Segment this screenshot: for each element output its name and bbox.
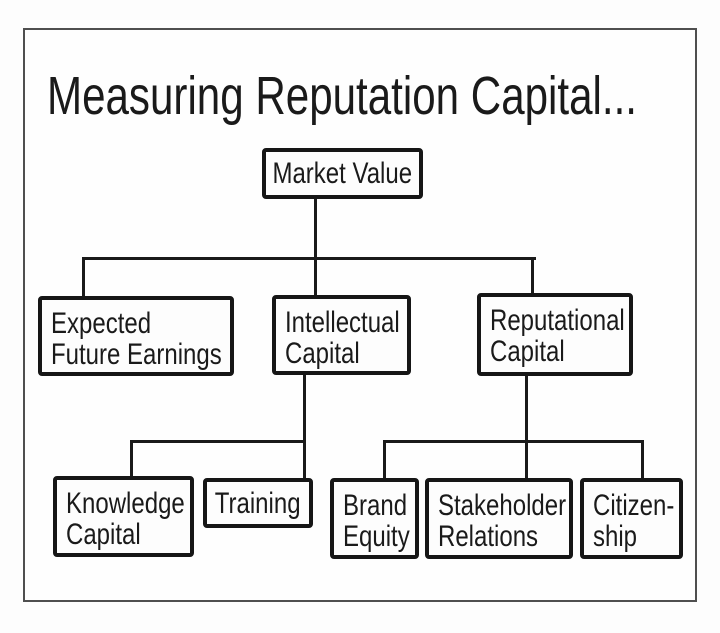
node-training-label: Training xyxy=(215,486,301,520)
connector-stub-knowledge xyxy=(130,440,133,479)
node-citizenship-line1: Citizen- xyxy=(593,489,675,522)
slide-title: Measuring Reputation Capital... xyxy=(47,66,720,126)
node-citizenship: Citizen- ship xyxy=(580,478,683,559)
connector-right-bus xyxy=(383,440,644,443)
connector-intellectual-to-training xyxy=(303,372,306,480)
node-knowledge-capital: Knowledge Capital xyxy=(53,476,194,557)
node-expected-future-earnings: Expected Future Earnings xyxy=(38,296,234,376)
node-intellectual-line1: Intellectual xyxy=(285,306,400,339)
node-expected-line2: Future Earnings xyxy=(51,338,222,371)
node-knowledge-line2: Capital xyxy=(66,518,141,551)
connector-stub-reputational xyxy=(531,257,534,296)
connector-top-bus xyxy=(82,257,536,260)
node-market-value: Market Value xyxy=(262,148,423,199)
node-intellectual-line2: Capital xyxy=(285,337,360,370)
node-brand-equity: Brand Equity xyxy=(330,478,419,559)
connector-left-bus xyxy=(130,440,306,443)
node-stakeholder-line1: Stakeholder xyxy=(438,489,567,522)
node-brand-line1: Brand xyxy=(343,489,408,522)
connector-stub-expected xyxy=(82,257,85,299)
node-stakeholder-line2: Relations xyxy=(438,520,539,553)
node-brand-line2: Equity xyxy=(343,520,410,553)
node-training: Training xyxy=(203,478,313,528)
connector-reputational-to-stakeholder xyxy=(525,373,528,480)
connector-stub-citizenship xyxy=(641,440,644,480)
node-reputational-capital: Reputational Capital xyxy=(477,293,633,376)
node-reputational-line2: Capital xyxy=(490,335,565,368)
node-intellectual-capital: Intellectual Capital xyxy=(272,295,411,375)
connector-market-to-intellectual xyxy=(314,196,317,298)
node-citizenship-line2: ship xyxy=(593,520,638,553)
node-market-value-label: Market Value xyxy=(272,157,413,190)
slide-title-text: Measuring Reputation Capital... xyxy=(47,66,638,126)
node-stakeholder-relations: Stakeholder Relations xyxy=(425,478,573,559)
node-reputational-line1: Reputational xyxy=(490,304,625,337)
node-knowledge-line1: Knowledge xyxy=(66,487,185,520)
connector-stub-brand xyxy=(383,440,386,480)
node-expected-line1: Expected xyxy=(51,307,152,340)
